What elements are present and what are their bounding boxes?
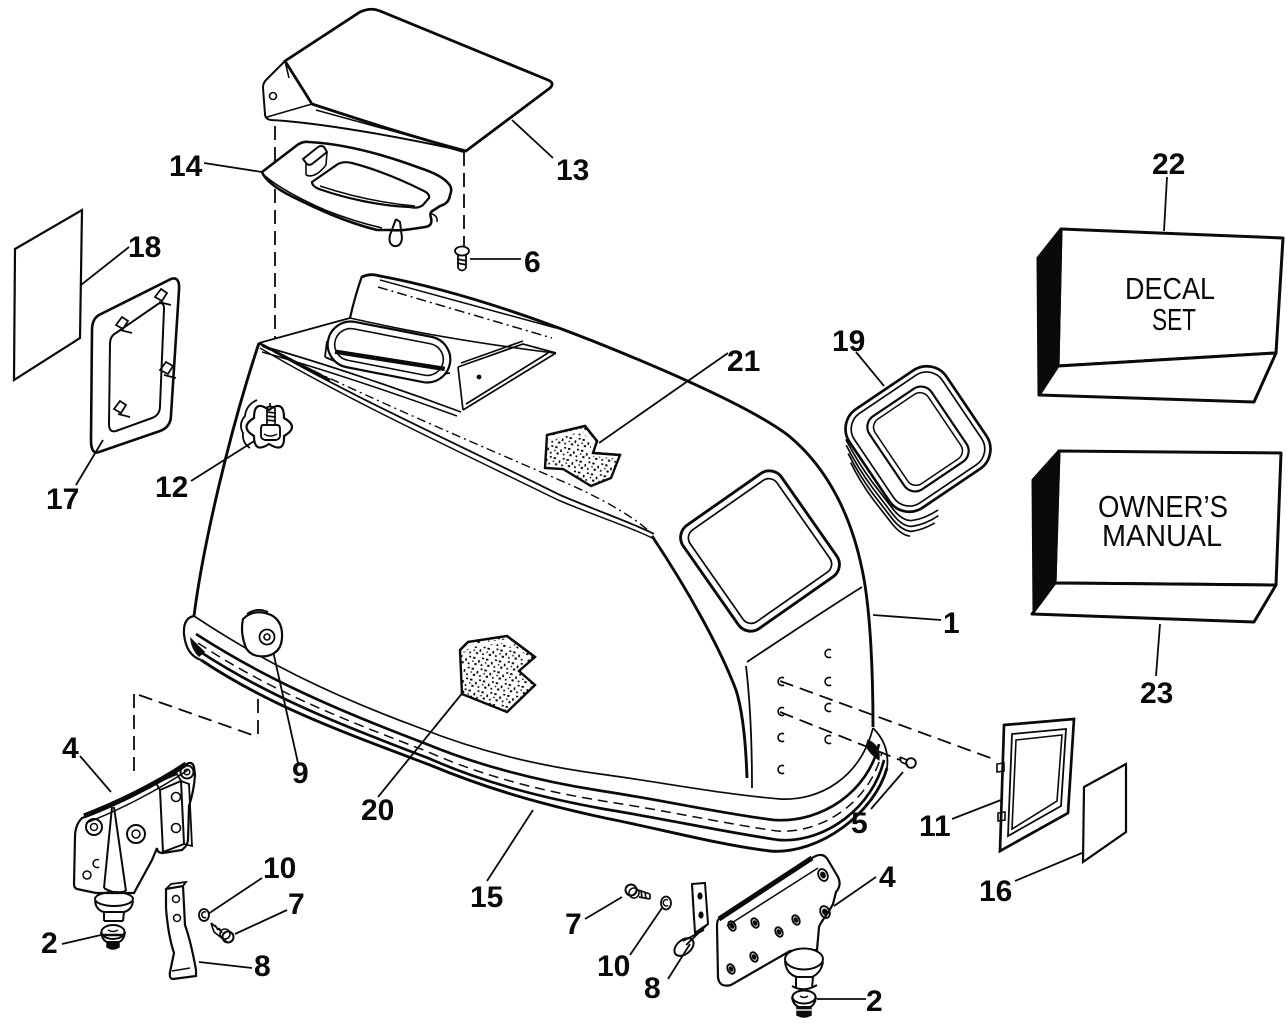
svg-text:11: 11 — [919, 810, 951, 843]
svg-text:19: 19 — [832, 325, 865, 358]
svg-text:10: 10 — [263, 852, 296, 885]
svg-text:7: 7 — [565, 908, 582, 941]
svg-text:1: 1 — [943, 607, 960, 640]
svg-text:17: 17 — [46, 483, 79, 516]
svg-text:DECAL: DECAL — [1125, 271, 1215, 306]
svg-text:4: 4 — [62, 732, 79, 765]
svg-text:7: 7 — [288, 888, 305, 921]
svg-text:15: 15 — [470, 881, 503, 914]
svg-text:16: 16 — [979, 875, 1012, 908]
svg-text:21: 21 — [727, 345, 760, 378]
svg-text:2: 2 — [41, 927, 58, 960]
svg-text:22: 22 — [1152, 148, 1185, 181]
svg-text:20: 20 — [361, 794, 394, 827]
svg-text:5: 5 — [851, 807, 868, 840]
svg-text:18: 18 — [128, 231, 161, 264]
svg-text:4: 4 — [879, 861, 896, 894]
svg-text:2: 2 — [866, 985, 883, 1018]
svg-text:8: 8 — [254, 950, 271, 983]
svg-text:8: 8 — [644, 972, 661, 1005]
svg-text:13: 13 — [556, 154, 589, 187]
svg-text:MANUAL: MANUAL — [1102, 518, 1222, 553]
svg-text:14: 14 — [169, 150, 203, 183]
svg-text:23: 23 — [1140, 677, 1173, 710]
svg-text:OWNER’S: OWNER’S — [1098, 489, 1228, 524]
svg-text:12: 12 — [155, 471, 188, 504]
svg-text:SET: SET — [1152, 302, 1196, 337]
svg-text:9: 9 — [292, 757, 309, 790]
svg-text:10: 10 — [597, 950, 630, 983]
svg-text:6: 6 — [524, 246, 541, 279]
